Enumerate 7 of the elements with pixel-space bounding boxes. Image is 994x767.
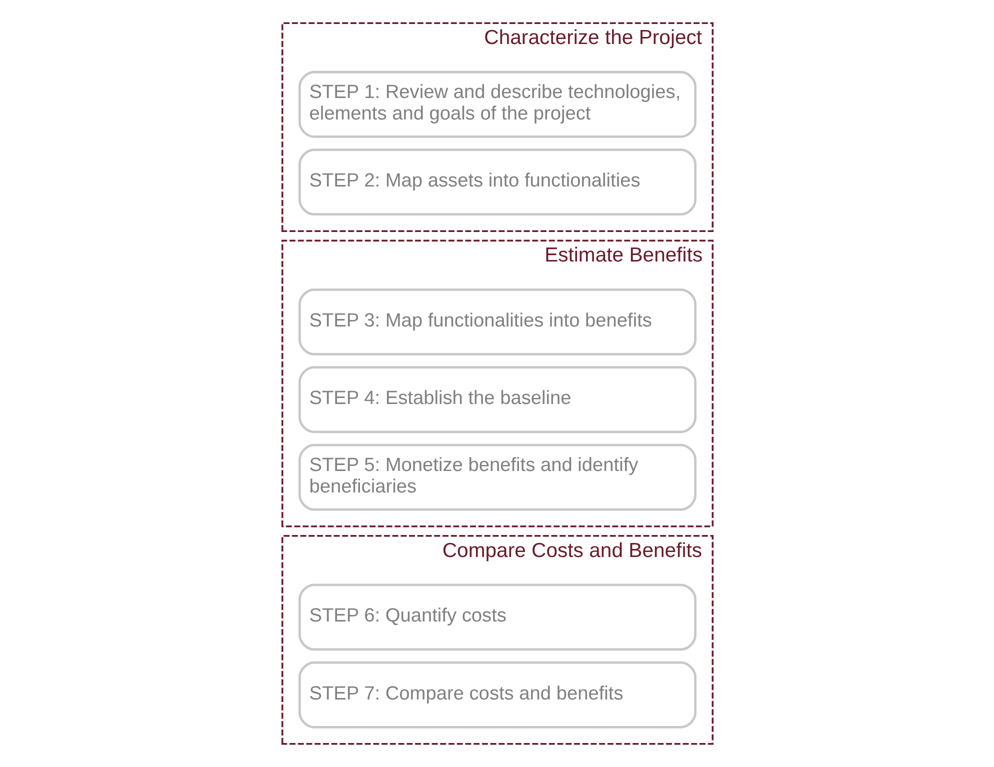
node-box: STEP 2: Map assets into functionalities [298, 148, 696, 216]
node-box: STEP 3: Map functionalities into benefits [298, 288, 696, 356]
node-box: STEP 1: Review and describe technologies, elements and goals of the project [298, 70, 696, 138]
node-box: STEP 4: Establish the baseline [298, 366, 696, 434]
node-box: STEP 7: Compare costs and benefits [298, 661, 696, 728]
node-box: STEP 5: Monetize benefits and identify beneficiaries [298, 444, 696, 511]
node-box: STEP 6: Quantify costs [298, 584, 696, 651]
